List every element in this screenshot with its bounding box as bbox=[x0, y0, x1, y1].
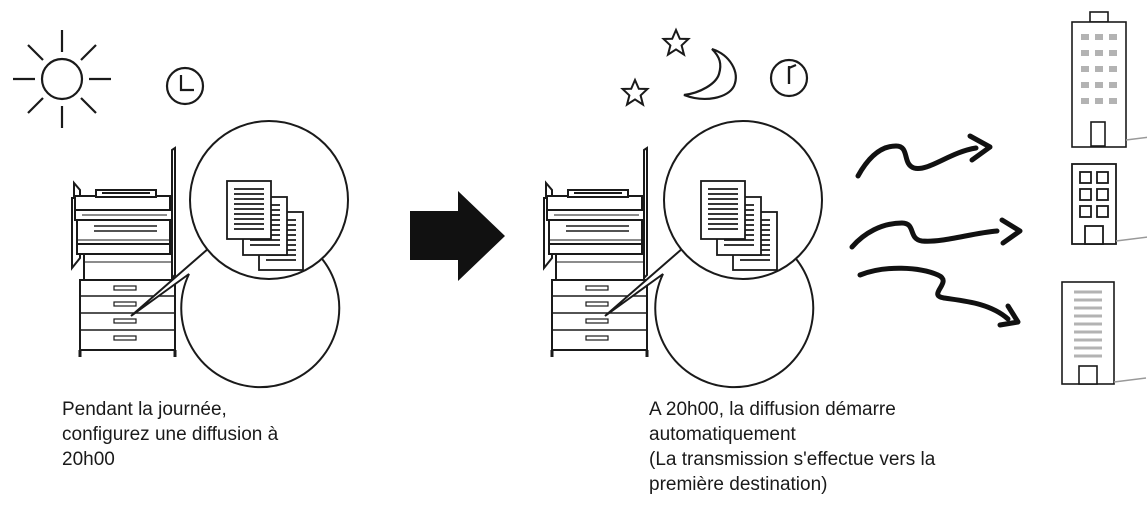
transmission-arrow-icon bbox=[849, 217, 1023, 250]
transmission-arrow-icon bbox=[857, 265, 1021, 328]
moon-icon bbox=[683, 47, 737, 100]
right-caption-line: première destination) bbox=[649, 474, 828, 495]
clock-icon bbox=[769, 58, 809, 98]
clock-icon bbox=[165, 66, 205, 106]
left-caption-line: 20h00 bbox=[62, 449, 115, 470]
right-caption-line: automatiquement bbox=[649, 424, 796, 445]
right-caption-line: A 20h00, la diffusion démarre bbox=[649, 399, 896, 420]
arrow-right-icon bbox=[410, 191, 505, 281]
star-icon bbox=[662, 29, 690, 56]
copier-icon bbox=[542, 146, 649, 359]
left-caption-line: Pendant la journée, bbox=[62, 399, 227, 420]
building-icon bbox=[1071, 163, 1147, 245]
right-caption-line: (La transmission s'effectue vers la bbox=[649, 449, 936, 470]
building-icon bbox=[1060, 280, 1147, 386]
sun-icon bbox=[13, 30, 111, 128]
left-caption: Pendant la journée, configurez une diffu… bbox=[62, 397, 278, 472]
left-caption-line: configurez une diffusion à bbox=[62, 424, 279, 445]
copier-icon bbox=[70, 146, 177, 359]
transmission-arrow-icon bbox=[858, 136, 990, 176]
star-icon bbox=[621, 79, 649, 106]
building-icon bbox=[1071, 11, 1147, 148]
right-caption: A 20h00, la diffusion démarre automatiqu… bbox=[649, 397, 935, 497]
